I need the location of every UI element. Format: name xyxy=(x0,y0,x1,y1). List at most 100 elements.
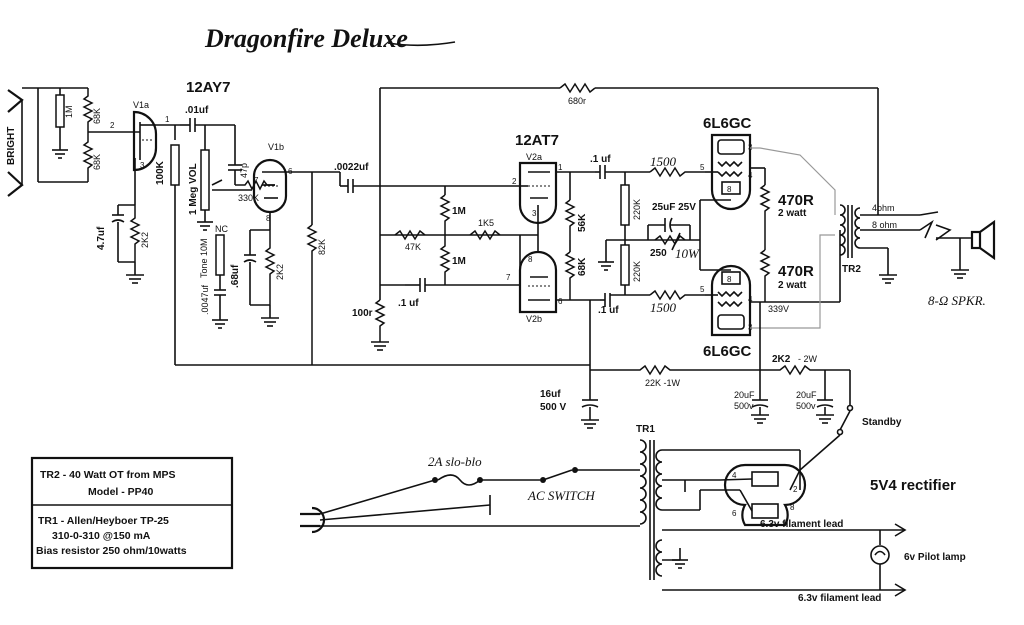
ground-symbol xyxy=(672,559,688,569)
tube-6l6-bottom xyxy=(710,264,752,337)
v2a-label: V2a xyxy=(526,152,542,162)
resistor-1m-b xyxy=(439,235,451,285)
ground-symbol xyxy=(197,221,213,231)
tr2-label: TR2 xyxy=(842,264,861,275)
label-82k: 82K xyxy=(317,239,327,255)
label-47k: 47K xyxy=(405,242,421,252)
speaker-jack xyxy=(919,211,972,270)
pot-volume xyxy=(200,149,210,211)
label-68k-b: 68K xyxy=(92,154,102,170)
pin-5v4-4: 4 xyxy=(732,471,737,480)
label-1500-a: 1500 xyxy=(650,154,677,169)
pin-v2b-7: 7 xyxy=(506,273,511,282)
bright-label: BRIGHT xyxy=(6,127,17,165)
label-25uf: 25uF 25V xyxy=(652,202,696,213)
pot-tone xyxy=(215,234,225,276)
diagram-title: Dragonfire Deluxe xyxy=(204,24,408,53)
resistor-250-bias xyxy=(654,234,686,246)
ground-symbol xyxy=(371,341,389,351)
label-20uf-b: 20uF xyxy=(796,390,817,400)
tr1-primary xyxy=(639,439,647,525)
label-0047uf: .0047uf xyxy=(200,284,210,315)
resistor-68k-a xyxy=(82,88,94,132)
note-tr1-line2: 310-0-310 @150 mA xyxy=(52,530,151,542)
note-tr2-line1: TR2 - 40 Watt OT from MPS xyxy=(40,469,176,481)
label-8ohm: 8 ohm xyxy=(872,220,897,230)
label-339v: 339V xyxy=(768,304,789,314)
v1a-label: V1a xyxy=(133,100,149,110)
speaker-label: 8-Ω SPKR. xyxy=(928,293,986,308)
label-1500-b: 1500 xyxy=(650,300,677,315)
tr1-secondary-fil xyxy=(655,539,663,577)
filament-lead-1: 6.3v filament lead xyxy=(760,519,843,530)
label-1m-input: 1M xyxy=(64,105,74,118)
resistor-22k xyxy=(590,364,760,376)
fuse xyxy=(437,474,481,486)
pin-v2a-3: 3 xyxy=(532,209,537,218)
power-tube-bottom-label: 6L6GC xyxy=(703,343,752,360)
filament-lead-2: 6.3v filament lead xyxy=(798,593,881,604)
ground-symbol xyxy=(581,419,599,429)
output-transformer-primary xyxy=(839,204,846,256)
standby-switch xyxy=(836,404,854,436)
label-47p: 47p xyxy=(239,163,249,178)
resistor-1k5 xyxy=(469,229,501,241)
ground-symbol xyxy=(816,414,834,424)
notes-box xyxy=(30,456,234,570)
v2-type-label: 12AT7 xyxy=(515,132,559,149)
resistor-470r-a xyxy=(759,184,771,250)
fuse-label: 2A slo-blo xyxy=(428,454,482,469)
ground-symbol xyxy=(951,269,969,279)
resistor-330k xyxy=(235,179,275,191)
tube-5v4 xyxy=(723,463,807,527)
resistor-470r-b xyxy=(759,249,771,302)
ground-symbol xyxy=(879,274,897,284)
pin-v2b-6: 6 xyxy=(558,297,563,306)
resistor-100k xyxy=(170,144,180,186)
pin-v2a-2: 2 xyxy=(512,177,517,186)
pin-5v4-2: 2 xyxy=(793,485,798,494)
rectifier-label: 5V4 rectifier xyxy=(870,477,956,494)
label-2k2-c-watt: - 2W xyxy=(798,354,818,364)
label-c-1uf-a: .1 uf xyxy=(398,298,419,309)
label-2k2-a: 2K2 xyxy=(140,232,150,248)
speaker-icon xyxy=(970,219,996,261)
tube-v1a xyxy=(132,110,158,172)
output-transformer-secondary xyxy=(854,207,861,249)
ground-symbol xyxy=(126,274,144,284)
pin-v1a-1: 1 xyxy=(165,115,170,124)
pin-6l6b-8: 8 xyxy=(727,275,732,284)
label-470r-b: 470R xyxy=(778,263,814,280)
label-68k-a: 68K xyxy=(92,108,102,124)
input-jack xyxy=(7,89,24,197)
label-250: 250 xyxy=(650,248,667,259)
label-0022uf: .0022uf xyxy=(334,162,369,173)
label-470r-a-watt: 2 watt xyxy=(778,208,807,219)
ac-switch-label: AC SWITCH xyxy=(527,488,595,503)
pin-6l6a-4: 4 xyxy=(748,171,753,180)
resistor-1m-input xyxy=(55,94,65,128)
pin-6l6a-8: 8 xyxy=(727,185,732,194)
v1b-label: V1b xyxy=(268,142,284,152)
pin-6l6b-5: 5 xyxy=(700,285,705,294)
ground-symbol xyxy=(52,149,68,159)
label-100k: 100K xyxy=(155,160,166,185)
label-56k: 56K xyxy=(577,213,588,232)
label-c-1uf-b: .1 uf xyxy=(590,154,611,165)
note-tr2-line2: Model - PP40 xyxy=(88,486,154,498)
resistor-100r xyxy=(374,299,386,342)
pilot-lamp-icon xyxy=(870,545,890,565)
resistor-1500-a xyxy=(649,166,705,178)
label-20uf-a: 20uF xyxy=(734,390,755,400)
resistor-220k-a xyxy=(620,184,630,226)
pin-v1b-7: 7 xyxy=(254,176,259,185)
label-c-1uf-c: .1 uf xyxy=(598,305,619,316)
resistor-68k-b xyxy=(82,132,94,182)
label-4ohm: 4ohm xyxy=(872,203,895,213)
note-tr1-line3: Bias resistor 250 ohm/10watts xyxy=(36,545,187,557)
pilot-lamp-label: 6v Pilot lamp xyxy=(904,552,966,563)
tr1-secondary-hv xyxy=(655,449,663,511)
tube-v2a xyxy=(518,161,558,225)
